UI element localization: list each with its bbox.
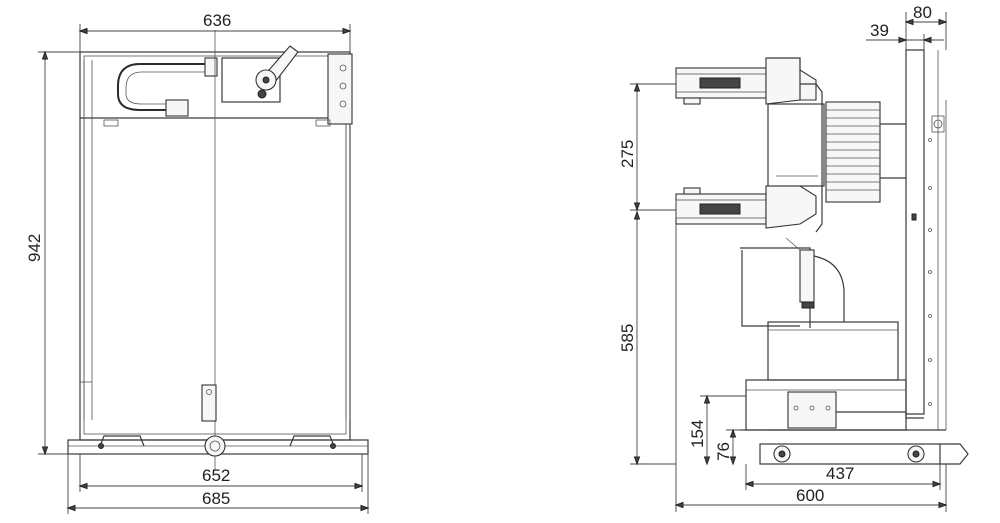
- side-chassis-rail: [836, 411, 924, 419]
- front-base-handle-left: [99, 435, 145, 447]
- side-lower-spring: [699, 203, 741, 215]
- side-wheel-rear-hub: [912, 450, 920, 458]
- front-bracket-hole-3: [339, 100, 347, 108]
- side-rear-frame: [905, 49, 925, 415]
- dim-636-label: 636: [203, 11, 231, 30]
- front-cable-block: [165, 99, 189, 117]
- dim-154-label: 154: [688, 420, 707, 448]
- dim-600-arrow-left: [674, 501, 684, 509]
- dim-39-label: 39: [870, 21, 889, 40]
- dim-685-label: 685: [202, 489, 230, 508]
- side-frame-hole-1: [928, 138, 932, 142]
- side-wheel-front-hub: [778, 450, 786, 458]
- front-center-coupling-inner: [209, 440, 221, 452]
- dim-80-arrow-left: [904, 18, 914, 26]
- dim-39-arrow-left: [898, 36, 908, 44]
- front-base-bolt-left: [98, 443, 104, 449]
- front-base-handle-right: [289, 435, 335, 447]
- side-wheel-track: [759, 443, 941, 465]
- front-lock-plate: [201, 384, 217, 422]
- side-link-pin: [801, 301, 815, 309]
- front-lock-hole: [206, 389, 212, 395]
- dim-437-label: 437: [826, 464, 854, 483]
- side-view: 80 39 275 585 154 76: [618, 3, 969, 512]
- front-cable-clamp: [204, 57, 218, 77]
- front-handle-knob: [257, 89, 267, 99]
- dim-154-arrow-bottom: [703, 456, 711, 466]
- front-base-bolt-right: [330, 443, 336, 449]
- side-insulator-body: [825, 101, 881, 203]
- dim-437-arrow-left: [744, 480, 754, 488]
- side-frame-hole-3: [928, 228, 932, 232]
- dim-942-label: 942: [25, 234, 44, 262]
- dim-585-label: 585: [618, 324, 637, 352]
- dim-600-arrow-right: [938, 501, 948, 509]
- side-busbar: [800, 83, 823, 233]
- dim-636-arrow-left: [78, 27, 88, 35]
- dim-685-arrow-left: [66, 504, 76, 512]
- dim-80-label: 80: [913, 3, 932, 22]
- side-upper-spring: [699, 77, 741, 89]
- front-tab-right: [315, 119, 331, 127]
- dim-39-arrow-right: [922, 36, 932, 44]
- dim-76-label: 76: [714, 442, 733, 461]
- dim-652-arrow-right: [354, 482, 364, 490]
- side-rear-handle: [940, 443, 969, 465]
- front-bracket-hole-2: [339, 82, 347, 90]
- side-link-box: [741, 250, 800, 327]
- dim-685-arrow-right: [360, 504, 370, 512]
- dim-585-arrow-top: [633, 210, 641, 220]
- dim-154-arrow-top: [703, 394, 711, 404]
- side-plate-bolt-1: [793, 405, 799, 411]
- side-frame-hole-2: [928, 186, 932, 190]
- dim-437-arrow-right: [932, 480, 942, 488]
- dim-275-label: 275: [618, 140, 637, 168]
- dim-275-arrow-bottom: [633, 202, 641, 212]
- side-frame-marker: [911, 213, 917, 221]
- front-side-bracket: [327, 53, 353, 125]
- dim-76-arrow-top: [729, 428, 737, 438]
- dim-275-arrow-top: [633, 82, 641, 92]
- dim-942-arrow-bottom: [41, 446, 49, 456]
- side-link-rod: [799, 249, 815, 303]
- front-view: 636 942 652 685: [25, 11, 370, 514]
- dim-76-arrow-bottom: [729, 456, 737, 466]
- side-lower-clamp: [765, 185, 817, 229]
- side-insulator-ribs: [826, 109, 880, 191]
- front-cable-chain: [117, 63, 210, 111]
- side-rear-latch-hole: [933, 119, 943, 129]
- side-upper-clamp: [765, 57, 817, 105]
- side-link-arm: [785, 237, 801, 251]
- side-pole-housing: [767, 103, 825, 187]
- front-handle-pin: [262, 76, 270, 84]
- dim-600-label: 600: [796, 486, 824, 505]
- side-frame-hole-6: [928, 358, 932, 362]
- dim-585-arrow-bottom: [633, 456, 641, 466]
- front-cable-chain-inner: [125, 71, 210, 105]
- side-link-curve: [813, 255, 845, 322]
- side-frame-hole-4: [928, 270, 932, 274]
- side-plate-bolt-3: [825, 405, 831, 411]
- front-mechanism-box: [221, 57, 281, 103]
- side-upper-tip: [683, 97, 701, 105]
- side-mechanism-block: [767, 321, 899, 381]
- front-center-coupling: [204, 435, 226, 457]
- dim-636-arrow-right: [342, 27, 352, 35]
- dim-80-arrow-right: [938, 18, 948, 26]
- front-bracket-hole-1: [339, 64, 347, 72]
- dim-652-arrow-left: [78, 482, 88, 490]
- dim-942-arrow-top: [41, 50, 49, 60]
- side-frame-hole-5: [928, 314, 932, 318]
- front-tab-left: [103, 119, 119, 127]
- side-plate-bolt-2: [809, 405, 815, 411]
- side-rear-latch: [931, 115, 945, 133]
- dim-652-label: 652: [202, 466, 230, 485]
- side-frame-hole-7: [928, 402, 932, 406]
- side-upper-clamp-edge: [766, 57, 801, 100]
- side-lower-tip: [683, 187, 701, 195]
